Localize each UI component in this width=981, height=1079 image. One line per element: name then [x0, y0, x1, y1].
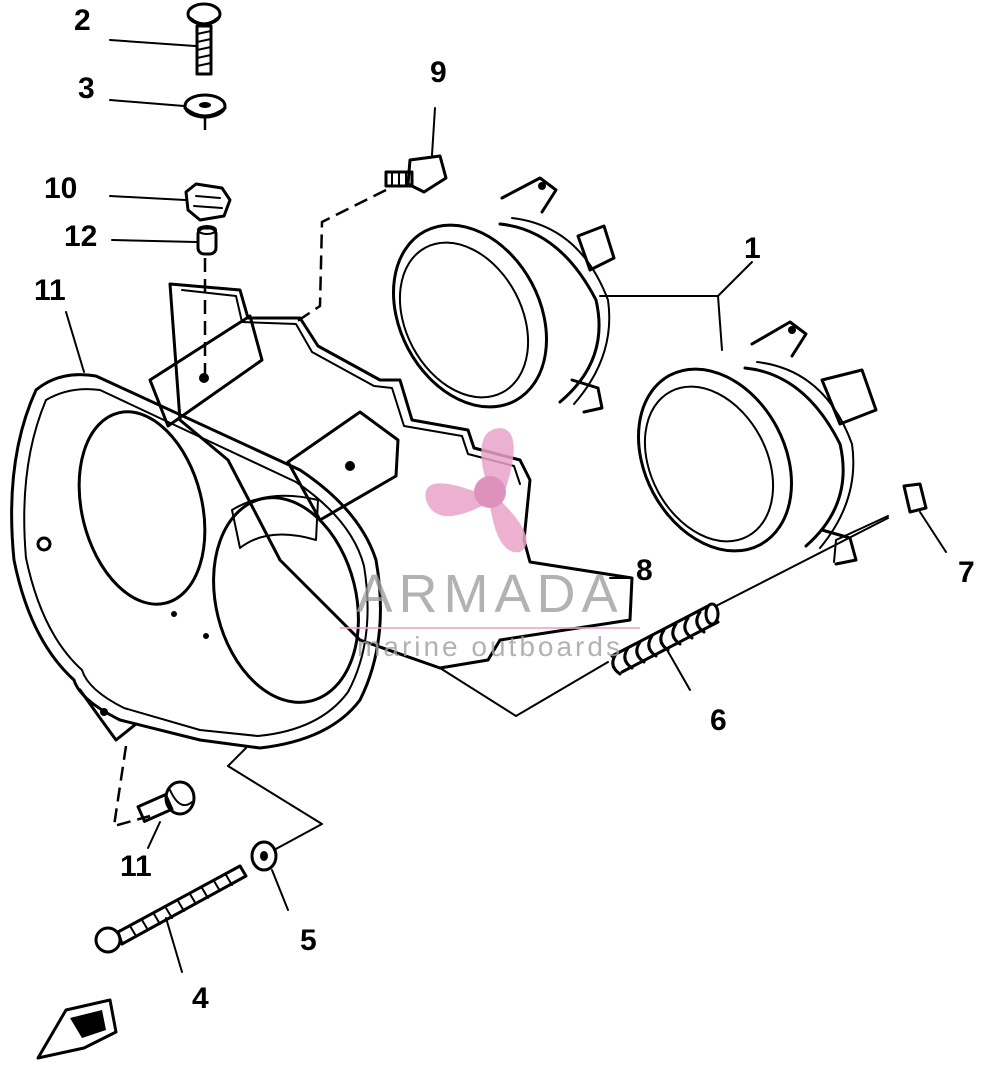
callout-6: 6: [710, 704, 727, 737]
part-gasket-plate: [168, 282, 634, 670]
leader-4: [165, 917, 183, 973]
part-housing: [10, 314, 400, 750]
leader-1-bracket: [599, 295, 723, 351]
watermark-logo: [425, 428, 527, 553]
leader-6: [665, 647, 691, 691]
callout-5: 5: [300, 924, 317, 957]
watermark-tagline: marine outboards: [357, 631, 623, 662]
part-headlight-upper: [392, 176, 616, 414]
leader-11-bottom: [147, 821, 161, 849]
leader-1: [717, 261, 753, 297]
leader-11-top: [65, 311, 85, 373]
callout-7: 7: [958, 556, 975, 589]
callout-11-bottom: 11: [120, 850, 152, 883]
callout-12: 12: [64, 220, 97, 253]
leader-3: [109, 99, 185, 107]
callout-4: 4: [192, 982, 209, 1015]
callout-2: 2: [74, 4, 91, 37]
part-clip: [902, 482, 928, 514]
leader-10: [109, 195, 186, 201]
part-bolt-lower: [136, 780, 196, 823]
front-direction-arrow-icon: [36, 998, 118, 1060]
part-long-screw: [94, 864, 248, 954]
leader-2: [109, 39, 196, 47]
callout-8: 8: [636, 554, 653, 587]
watermark-brand: ARMADA: [356, 564, 623, 624]
part-bolt: [384, 154, 448, 194]
callout-3: 3: [78, 72, 95, 105]
leader-7: [919, 511, 947, 553]
leader-12: [111, 239, 197, 243]
part-headlight-lower: [637, 320, 878, 566]
callout-1: 1: [744, 232, 761, 265]
part-spring: [610, 602, 720, 676]
part-washer: [183, 93, 227, 119]
part-collar: [196, 225, 218, 256]
callout-9: 9: [430, 56, 447, 89]
leader-9: [431, 107, 436, 156]
callout-11-top: 11: [34, 274, 66, 307]
part-grommet: [184, 182, 232, 222]
part-screw: [186, 2, 222, 76]
callout-10: 10: [44, 172, 77, 205]
leader-5: [271, 869, 289, 911]
part-nut: [250, 840, 278, 872]
